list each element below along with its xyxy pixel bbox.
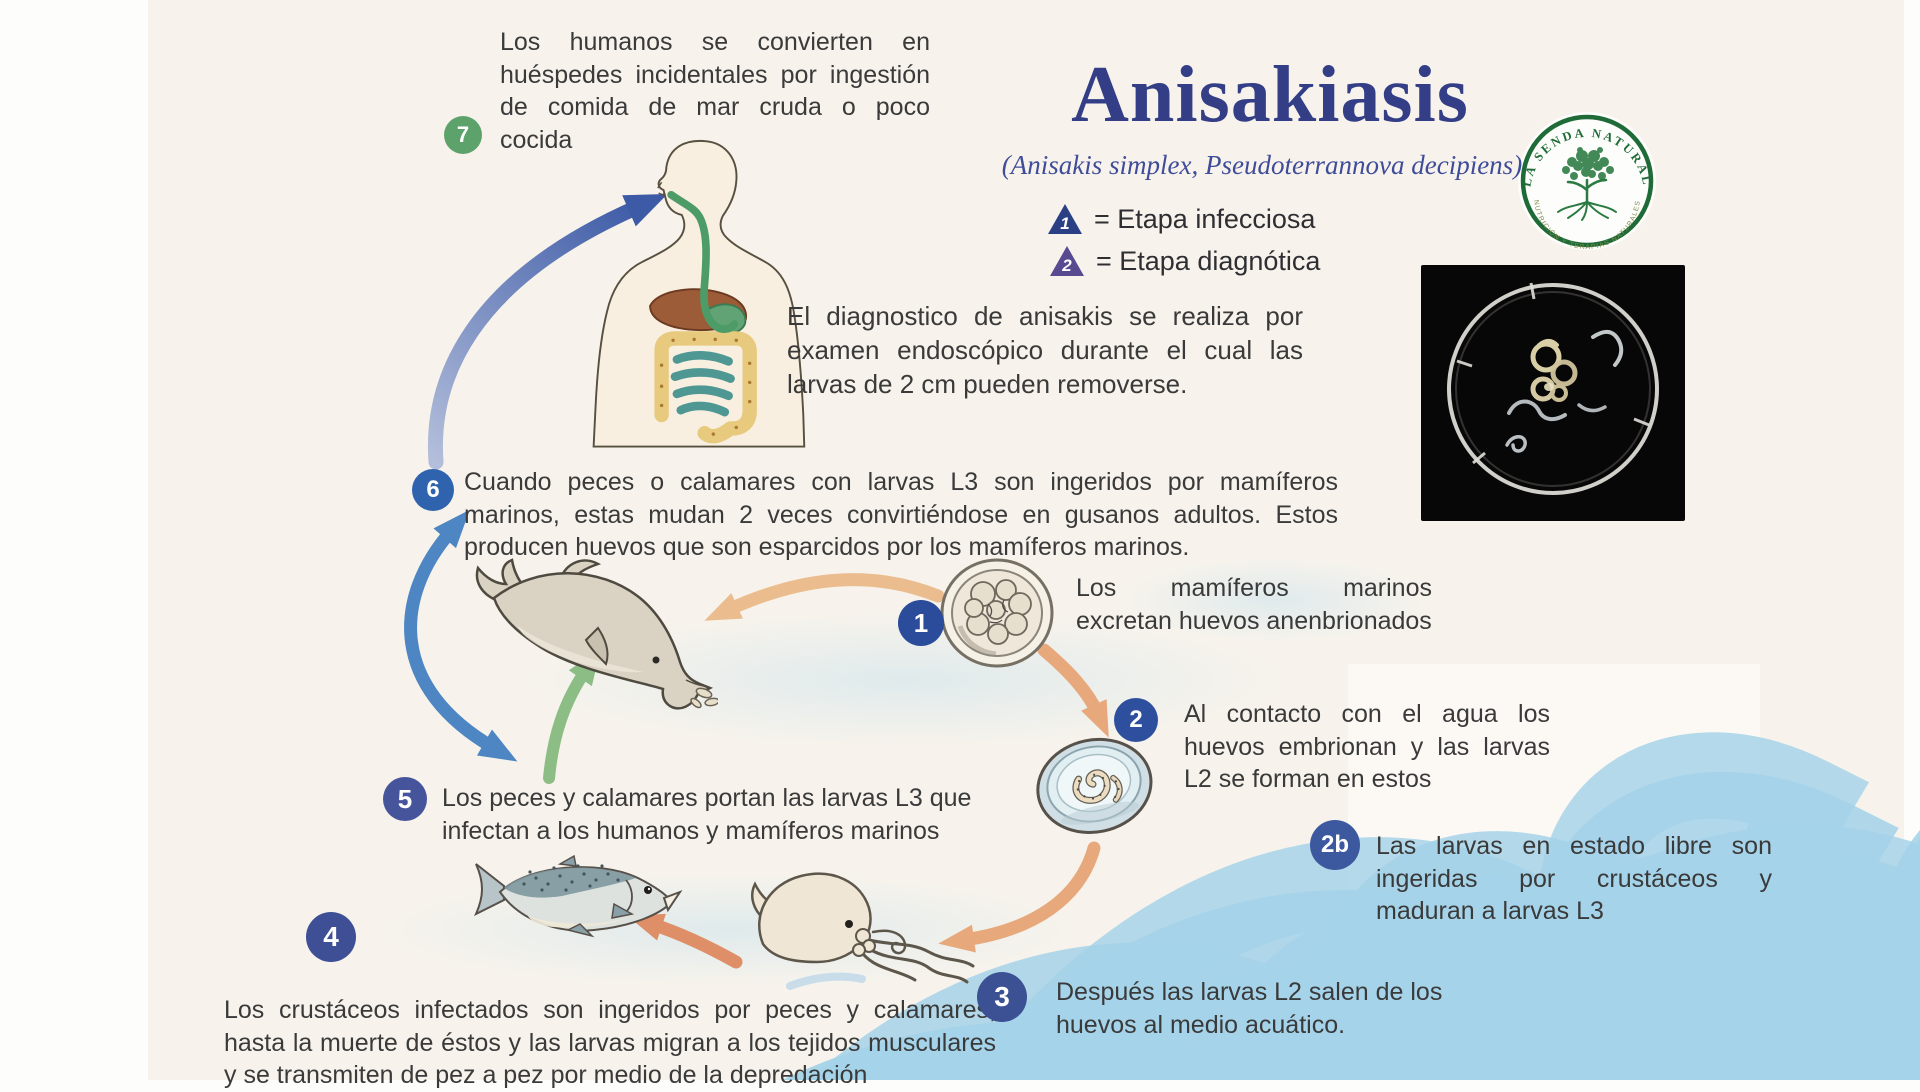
step-3-text: Después las larvas L2 salen de los huevo… — [1056, 978, 1443, 1039]
dolphin-illustration — [475, 558, 718, 710]
squid-illustration — [751, 872, 975, 984]
legend-label-diagnostic: = Etapa diagnótica — [1096, 245, 1321, 276]
step-2b-text: Las larvas en estado libre son ingeridas… — [1376, 832, 1772, 925]
diagnosis-note-text: El diagnostico de anisakis se realiza po… — [787, 301, 1303, 399]
step-5-badge: 5 — [383, 777, 427, 821]
step-6-text: Cuando peces o calamares con larvas L3 s… — [464, 468, 1338, 561]
embryonated-egg-illustration — [1036, 737, 1153, 834]
human-digestive-illustration — [592, 139, 806, 448]
anisakis-larvae-photo — [1421, 265, 1685, 521]
step-1-text: Los mamíferos marinos excretan huevos an… — [1076, 574, 1432, 635]
step-4-badge: 4 — [306, 912, 356, 962]
step-4-text: Los crustáceos infectados son ingeridos … — [224, 996, 996, 1089]
logo-tree-icon — [1557, 147, 1617, 221]
step-6-badge: 6 — [412, 469, 454, 511]
step-1-badge: 1 — [898, 600, 944, 646]
legend-row-diagnostic: 2 = Etapa diagnótica — [1048, 244, 1320, 278]
step-2-text: Al contacto con el agua los huevos embri… — [1184, 700, 1550, 793]
step-5-text: Los peces y calamares portan las larvas … — [442, 784, 972, 845]
step-3-badge: 3 — [977, 972, 1027, 1022]
unembryonated-egg-illustration — [940, 558, 1054, 668]
legend-label-infectious: = Etapa infecciosa — [1094, 203, 1316, 234]
legend-row-infectious: 1 = Etapa infecciosa — [1046, 202, 1315, 236]
page-subtitle: (Anisakis simplex, Pseudoterrannova deci… — [1001, 150, 1523, 180]
svg-text:1: 1 — [1060, 214, 1069, 233]
step-2b-badge: 2b — [1310, 820, 1360, 870]
svg-text:2: 2 — [1061, 256, 1072, 275]
step-2-badge: 2 — [1114, 698, 1158, 742]
step-7-text: Los humanos se convierten en huéspedes i… — [500, 28, 930, 154]
la-senda-natural-logo: LA SENDA NATURAL NUTRICIÓN Y TERAPIAS NA… — [1518, 112, 1656, 251]
step-7-badge: 7 — [444, 116, 482, 154]
fish-illustration — [473, 854, 683, 938]
legend-triangle-2-icon: 2 — [1050, 246, 1084, 276]
page-title: Anisakiasis — [1071, 51, 1469, 139]
legend-triangle-1-icon: 1 — [1048, 204, 1082, 234]
